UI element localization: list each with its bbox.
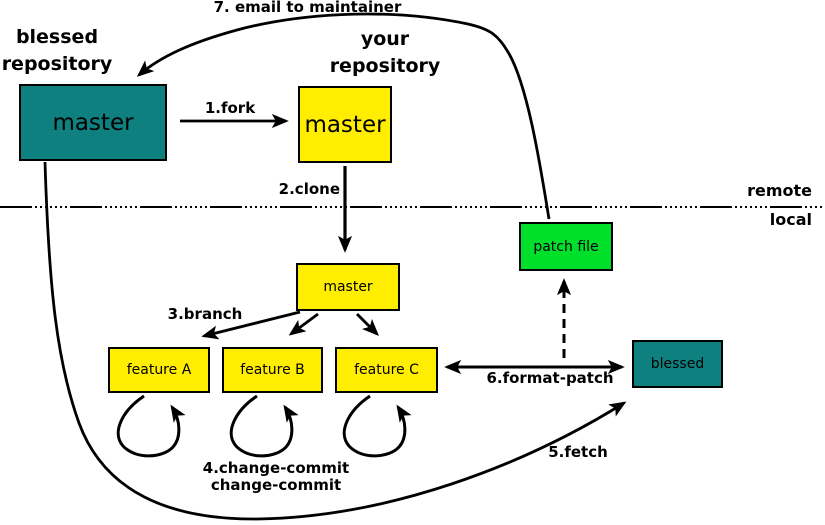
- change-commit-step-label-line1: 4.change-commit: [202, 459, 350, 477]
- local-zone-label: local: [769, 210, 812, 229]
- local-master-box: master: [296, 263, 400, 311]
- feature-b-box: feature B: [222, 347, 323, 393]
- change-commit-loop-c: [342, 394, 412, 458]
- your-repository-heading-line2: repository: [329, 55, 441, 77]
- local-master-box-label: master: [323, 279, 373, 295]
- change-commit-step-label-line2: change-commit: [210, 476, 342, 494]
- change-commit-loop-a: [116, 394, 186, 458]
- blessed-master-box: master: [19, 84, 167, 161]
- feature-c-box: feature C: [335, 347, 438, 393]
- email-arrow: [136, 12, 551, 220]
- email-step-label: 7. email to maintainer: [213, 0, 402, 16]
- branch-arrow-b: [288, 312, 319, 336]
- fetch-arrow: [43, 161, 627, 521]
- feature-b-box-label: feature B: [240, 362, 305, 378]
- clone-step-label: 2.clone: [278, 180, 340, 198]
- branch-step-label: 3.branch: [167, 305, 243, 323]
- feature-a-box-label: feature A: [126, 362, 192, 378]
- blessed-repository-heading: blessed repository: [0, 24, 117, 78]
- branch-arrow-c: [356, 313, 380, 337]
- feature-c-box-label: feature C: [354, 362, 419, 378]
- your-repository-heading: your repository: [326, 26, 444, 80]
- patch-file-box: patch file: [519, 222, 613, 271]
- remote-zone-label: remote: [747, 181, 812, 200]
- your-master-box: master: [298, 86, 392, 163]
- blessed-repository-heading-line1: blessed: [15, 26, 99, 48]
- blessed-master-box-label: master: [52, 109, 134, 136]
- feature-a-box: feature A: [108, 347, 210, 393]
- branch-arrow-a: [201, 310, 301, 340]
- fork-step-label: 1.fork: [204, 99, 256, 117]
- fetch-step-label: 5.fetch: [548, 443, 608, 461]
- format-patch-step-label: 6.format-patch: [486, 369, 614, 387]
- blessed-local-box-label: blessed: [650, 356, 705, 372]
- change-commit-step-label: 4.change-commit change-commit: [198, 460, 354, 494]
- blessed-repository-heading-line2: repository: [1, 53, 113, 75]
- change-commit-loop-b: [229, 394, 299, 458]
- your-master-box-label: master: [304, 111, 386, 138]
- blessed-local-box: blessed: [632, 340, 723, 388]
- your-repository-heading-line1: your: [360, 28, 410, 50]
- patch-file-box-label: patch file: [533, 238, 599, 255]
